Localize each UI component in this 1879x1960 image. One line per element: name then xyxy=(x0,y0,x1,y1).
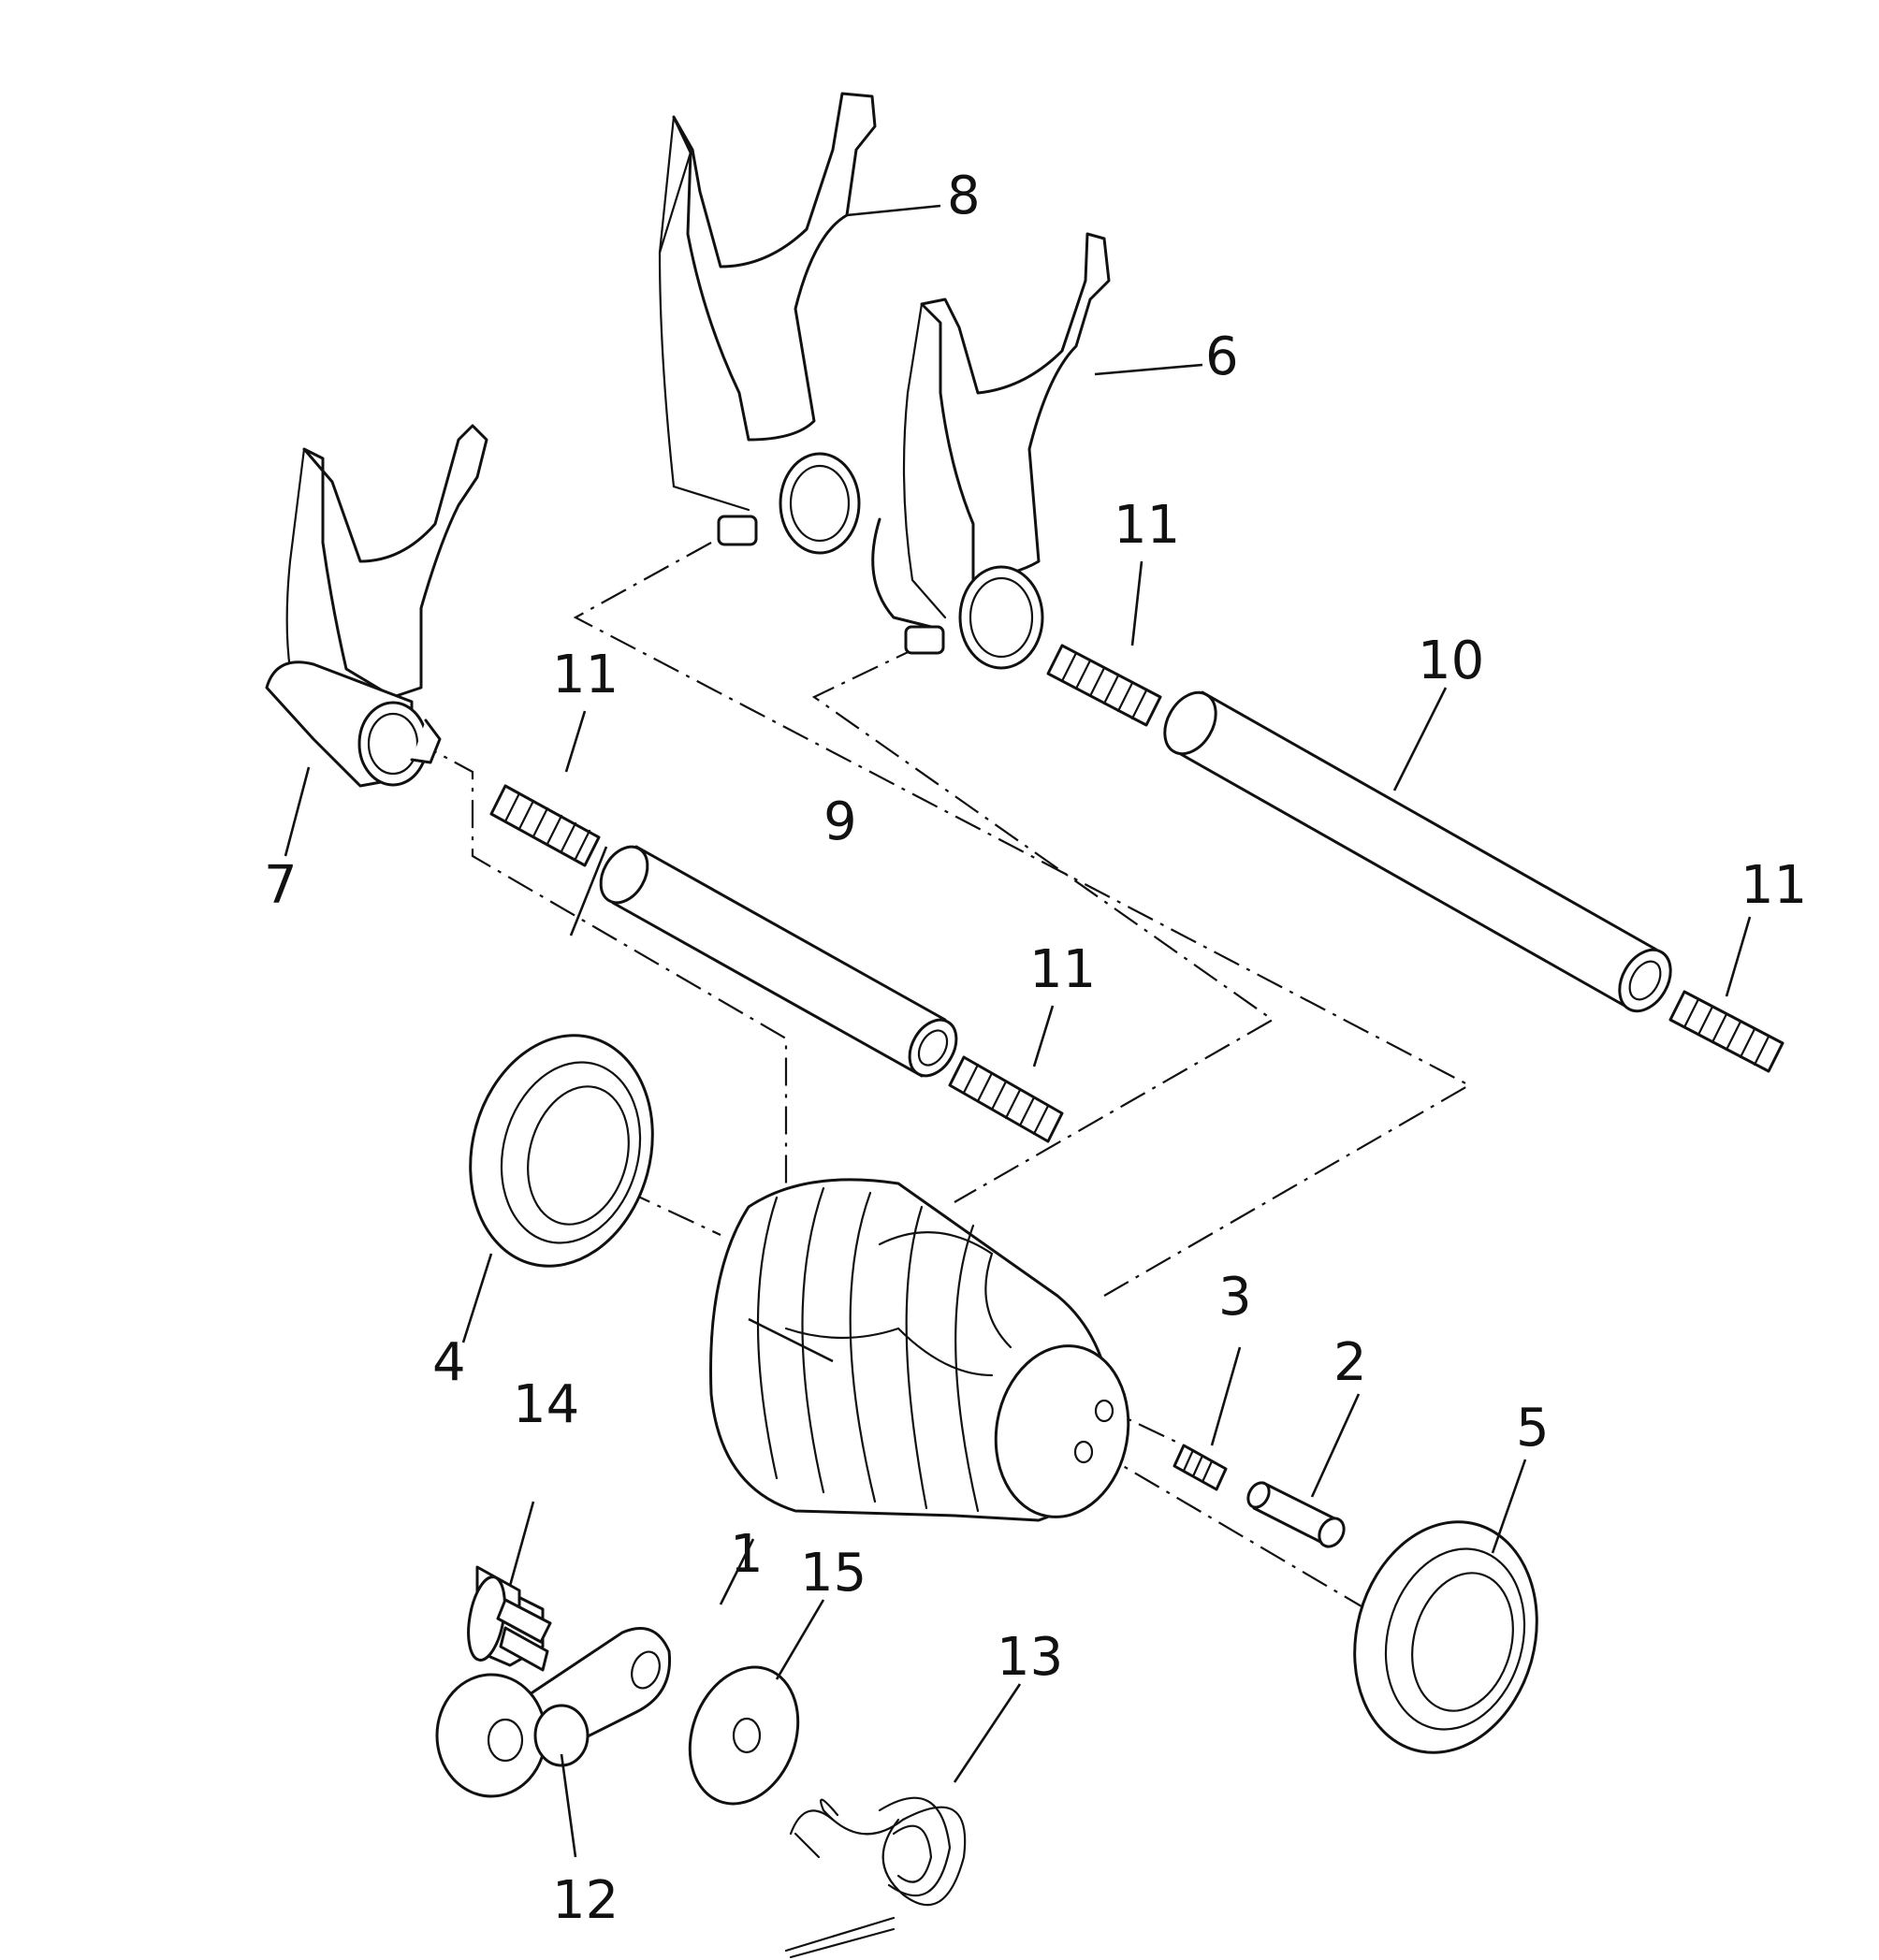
pin-2 xyxy=(1246,1481,1346,1548)
spring-3 xyxy=(1173,1444,1228,1491)
callout-13: 13 xyxy=(997,1627,1063,1688)
shift-rod-10 xyxy=(1163,690,1672,1013)
callout-5: 5 xyxy=(1516,1398,1550,1459)
callout-11-left: 11 xyxy=(552,645,619,705)
shift-fork-8 xyxy=(658,92,877,555)
callout-11-right: 11 xyxy=(1741,855,1807,916)
callout-12: 12 xyxy=(552,1870,619,1931)
shift-drum-1 xyxy=(709,1178,1130,1522)
callout-4: 4 xyxy=(432,1332,466,1393)
shift-fork-6 xyxy=(871,232,1111,670)
spring-11-left xyxy=(489,784,601,867)
callout-7: 7 xyxy=(264,855,298,916)
bearing-5 xyxy=(1353,1520,1538,1754)
torsion-spring-13 xyxy=(784,1796,967,1959)
spring-11-middle xyxy=(948,1055,1064,1143)
shift-fork-7 xyxy=(265,424,488,788)
spring-11-upper xyxy=(1046,644,1162,727)
callout-8: 8 xyxy=(947,166,981,226)
bearing-4 xyxy=(469,1034,654,1268)
callout-1: 1 xyxy=(730,1524,764,1585)
callout-2: 2 xyxy=(1333,1332,1367,1393)
callout-10: 10 xyxy=(1418,631,1484,691)
callout-3: 3 xyxy=(1218,1267,1252,1328)
callout-6: 6 xyxy=(1205,327,1239,387)
callout-14: 14 xyxy=(513,1374,579,1435)
spring-11-right xyxy=(1668,990,1784,1073)
callout-15: 15 xyxy=(800,1543,867,1604)
washer-15 xyxy=(688,1665,800,1806)
callout-11-upper: 11 xyxy=(1114,495,1180,556)
detent-arm-12 xyxy=(435,1627,672,1798)
callout-labels: 1 2 3 4 5 6 7 8 9 10 11 11 11 11 12 13 1… xyxy=(264,166,1807,1931)
callout-11-middle: 11 xyxy=(1029,939,1096,1000)
leader-lines xyxy=(284,204,1752,1858)
shift-rod-9 xyxy=(599,845,958,1078)
callout-9: 9 xyxy=(823,791,857,852)
bolt-14 xyxy=(467,1565,552,1672)
